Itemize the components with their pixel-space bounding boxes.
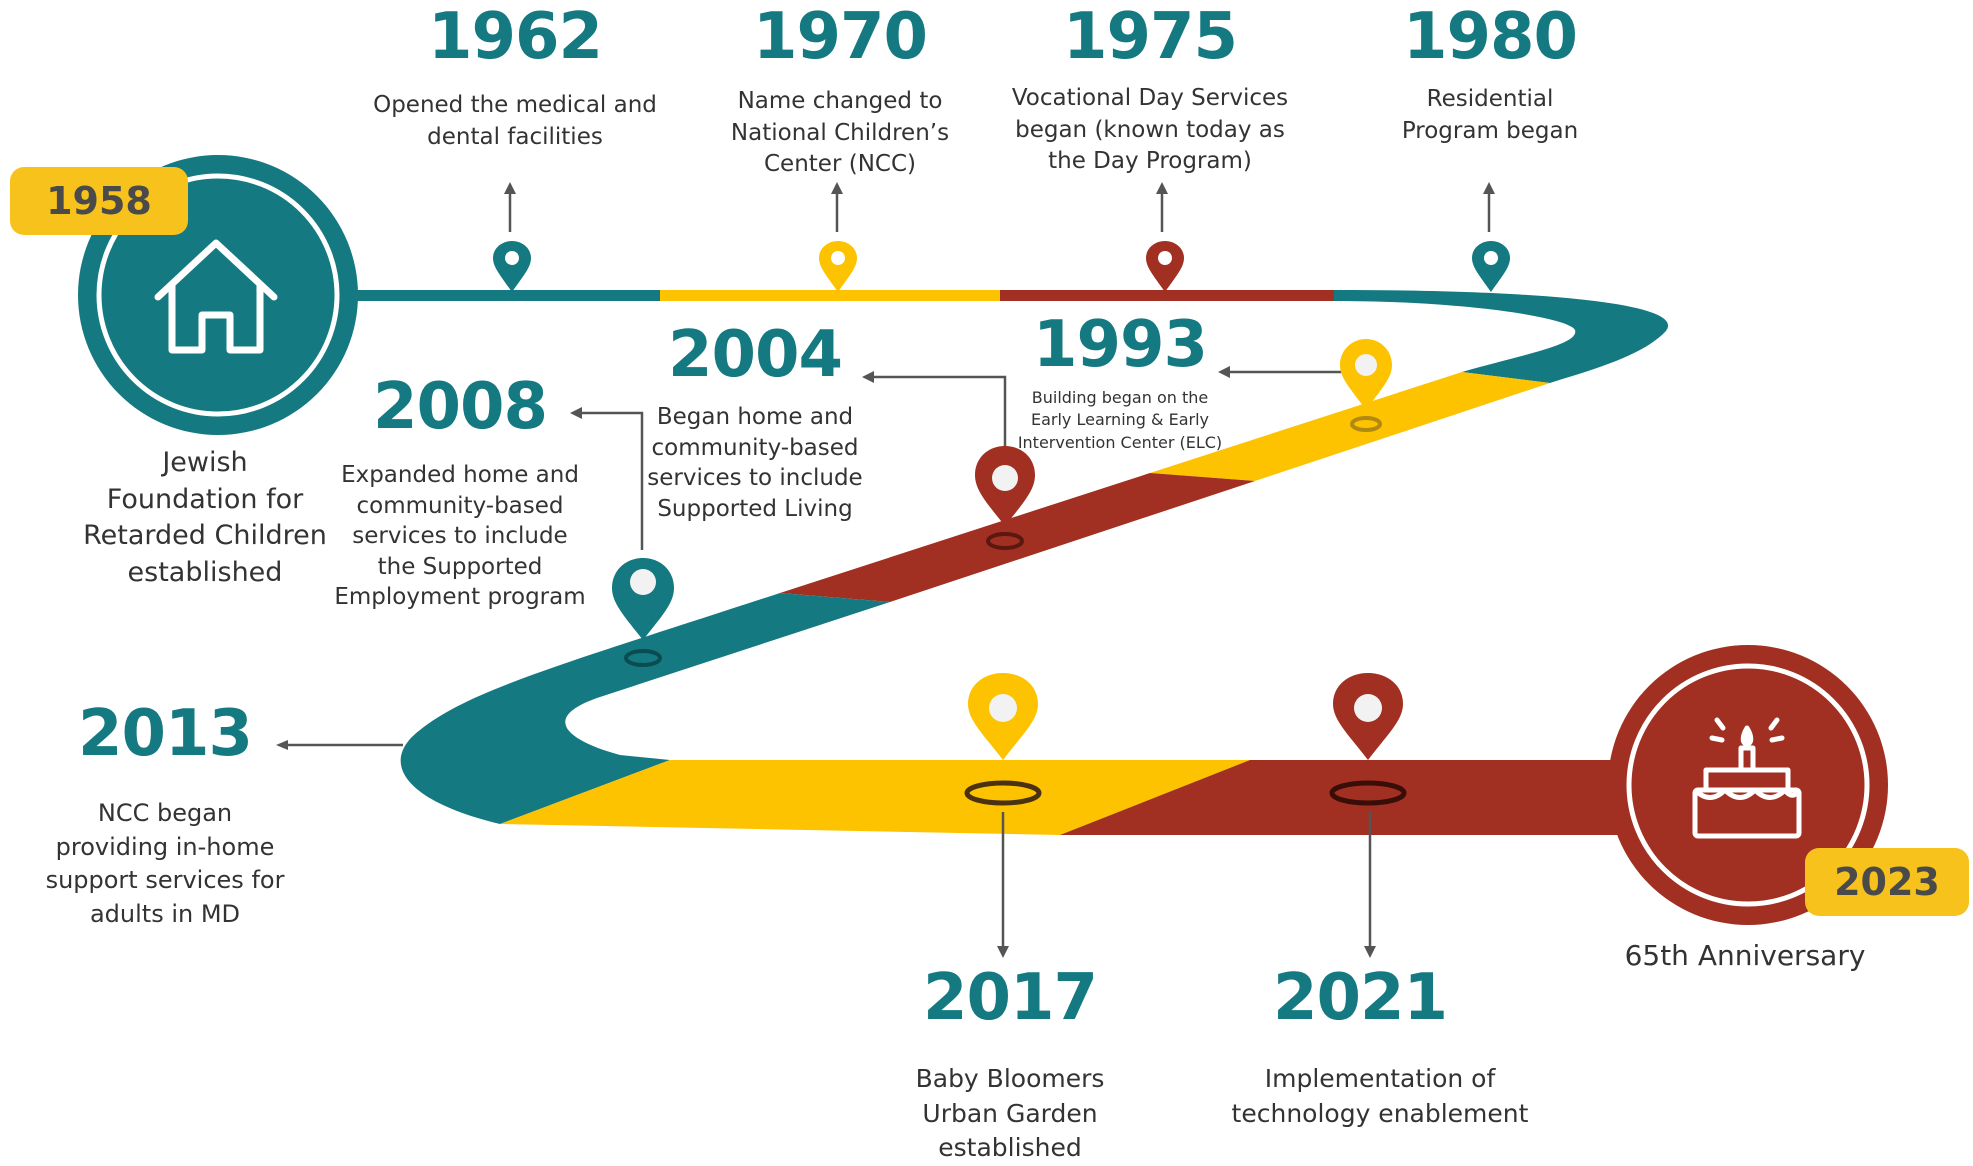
road-top-segment-yellow	[660, 290, 1000, 301]
year-1975: 1975	[1062, 0, 1238, 74]
pin-1962	[493, 241, 531, 292]
year-1970: 1970	[752, 0, 928, 74]
pin-1975	[1146, 241, 1184, 292]
year-2008: 2008	[372, 370, 548, 444]
year-1980: 1980	[1402, 0, 1578, 74]
road-bottom-yellow	[500, 760, 1250, 835]
end-year-badge: 2023	[1805, 848, 1969, 916]
road-top-segment-teal	[340, 290, 660, 301]
description-1993: Building began on the Early Learning & E…	[1017, 388, 1223, 452]
birthday-cake-icon	[1692, 717, 1802, 839]
description-1970: Name changed to National Children’s Cent…	[730, 88, 950, 178]
start-description: Jewish Foundation for Retarded Children …	[83, 447, 327, 589]
road-top-segment-red	[1000, 290, 1334, 301]
pin-1993	[1340, 339, 1392, 432]
year-2021: 2021	[1272, 961, 1448, 1035]
road-bottom-red	[1060, 760, 1640, 835]
description-1975: Vocational Day Services began (known tod…	[1011, 85, 1289, 175]
pin-1980	[1472, 241, 1510, 292]
pin-1970	[819, 241, 857, 292]
year-2013: 2013	[77, 697, 253, 771]
description-2021: Implementation of technology enablement	[1231, 1064, 1529, 1128]
year-1962: 1962	[427, 0, 603, 74]
road-turn-right	[1334, 290, 1669, 383]
end-description: 65th Anniversary	[1624, 939, 1866, 972]
description-2004: Began home and community-based services …	[647, 404, 863, 522]
pin-2008	[612, 558, 674, 667]
pin-2017	[964, 673, 1042, 806]
pin-2004	[975, 446, 1035, 550]
description-2008: Expanded home and community-based servic…	[334, 462, 586, 611]
description-1962: Opened the medical and dental facilities	[373, 92, 657, 150]
road-diagonal-yellow	[1150, 372, 1550, 481]
description-1980: Residential Program began	[1401, 86, 1579, 144]
description-2017: Baby Bloomers Urban Garden established	[915, 1064, 1105, 1162]
year-2004: 2004	[667, 318, 843, 392]
pin-2021	[1329, 673, 1407, 806]
year-2017: 2017	[922, 961, 1098, 1035]
year-1993: 1993	[1032, 308, 1208, 382]
description-2013: NCC began providing in-home support serv…	[45, 799, 285, 928]
house-icon	[154, 239, 278, 354]
start-year-badge: 1958	[10, 167, 188, 235]
road-diagonal-teal	[400, 593, 890, 824]
